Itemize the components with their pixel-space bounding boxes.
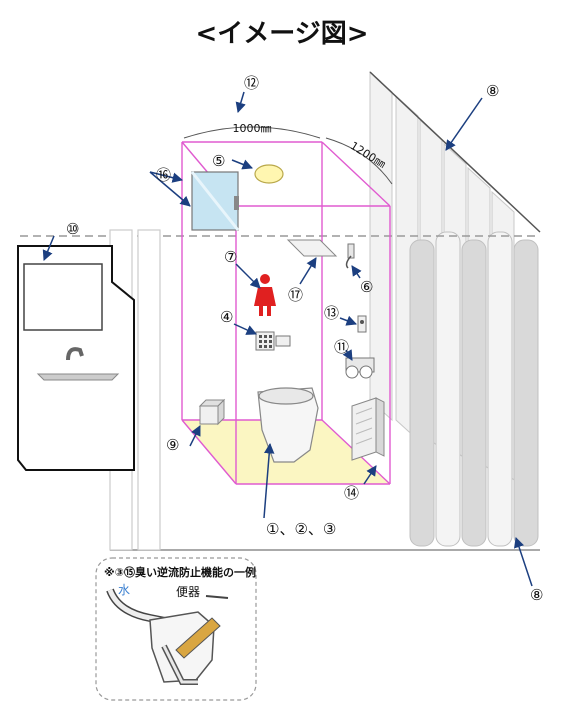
callout-1-2-3: ①、②、③	[266, 520, 336, 538]
coat-hook	[345, 243, 355, 269]
callout-10: ⑩	[66, 220, 79, 238]
call-button	[357, 315, 367, 333]
heater	[351, 397, 385, 461]
curtain-rail	[369, 71, 541, 233]
window-callout-extra-arrow	[149, 171, 184, 183]
callout-12: ⑫	[244, 74, 259, 92]
washbasin-unit	[17, 245, 135, 471]
width-dimension-label: 1000㎜	[233, 122, 272, 135]
window	[190, 171, 240, 231]
callout-8-top: ⑧	[486, 82, 499, 100]
inset-caption: ※③⑮臭い逆流防止機能の一例	[104, 565, 256, 579]
curtain-front-columns	[409, 231, 539, 547]
shelf	[286, 239, 338, 257]
callout-11: ⑪	[334, 338, 349, 356]
callout-14: ⑭	[344, 484, 359, 502]
inset-water-label: 水	[118, 583, 130, 597]
callout-4: ④	[220, 308, 233, 326]
callout-9: ⑨	[166, 436, 179, 454]
callout-16: ⑯	[156, 166, 171, 184]
diagram-title: <イメージ図>	[195, 19, 368, 49]
callout-17: ⑰	[288, 286, 303, 304]
inset-odor-prevention: ※③⑮臭い逆流防止機能の一例 水 便器	[95, 557, 257, 701]
inset-toilet-label: 便器	[176, 585, 200, 599]
callout-arrows	[42, 91, 533, 587]
depth-dimension-arc	[325, 137, 393, 185]
callout-7: ⑦	[224, 248, 237, 266]
callout-6: ⑥	[360, 278, 373, 296]
ceiling-light	[254, 164, 284, 184]
callout-13: ⑬	[324, 304, 339, 322]
paper-holder	[345, 357, 375, 379]
sanitary-box	[198, 398, 226, 426]
callout-8-bottom: ⑧	[530, 586, 543, 604]
width-dimension-arc	[183, 126, 321, 139]
female-sign-icon	[254, 274, 276, 316]
callout-5: ⑤	[212, 152, 225, 170]
control-panel	[255, 331, 291, 351]
